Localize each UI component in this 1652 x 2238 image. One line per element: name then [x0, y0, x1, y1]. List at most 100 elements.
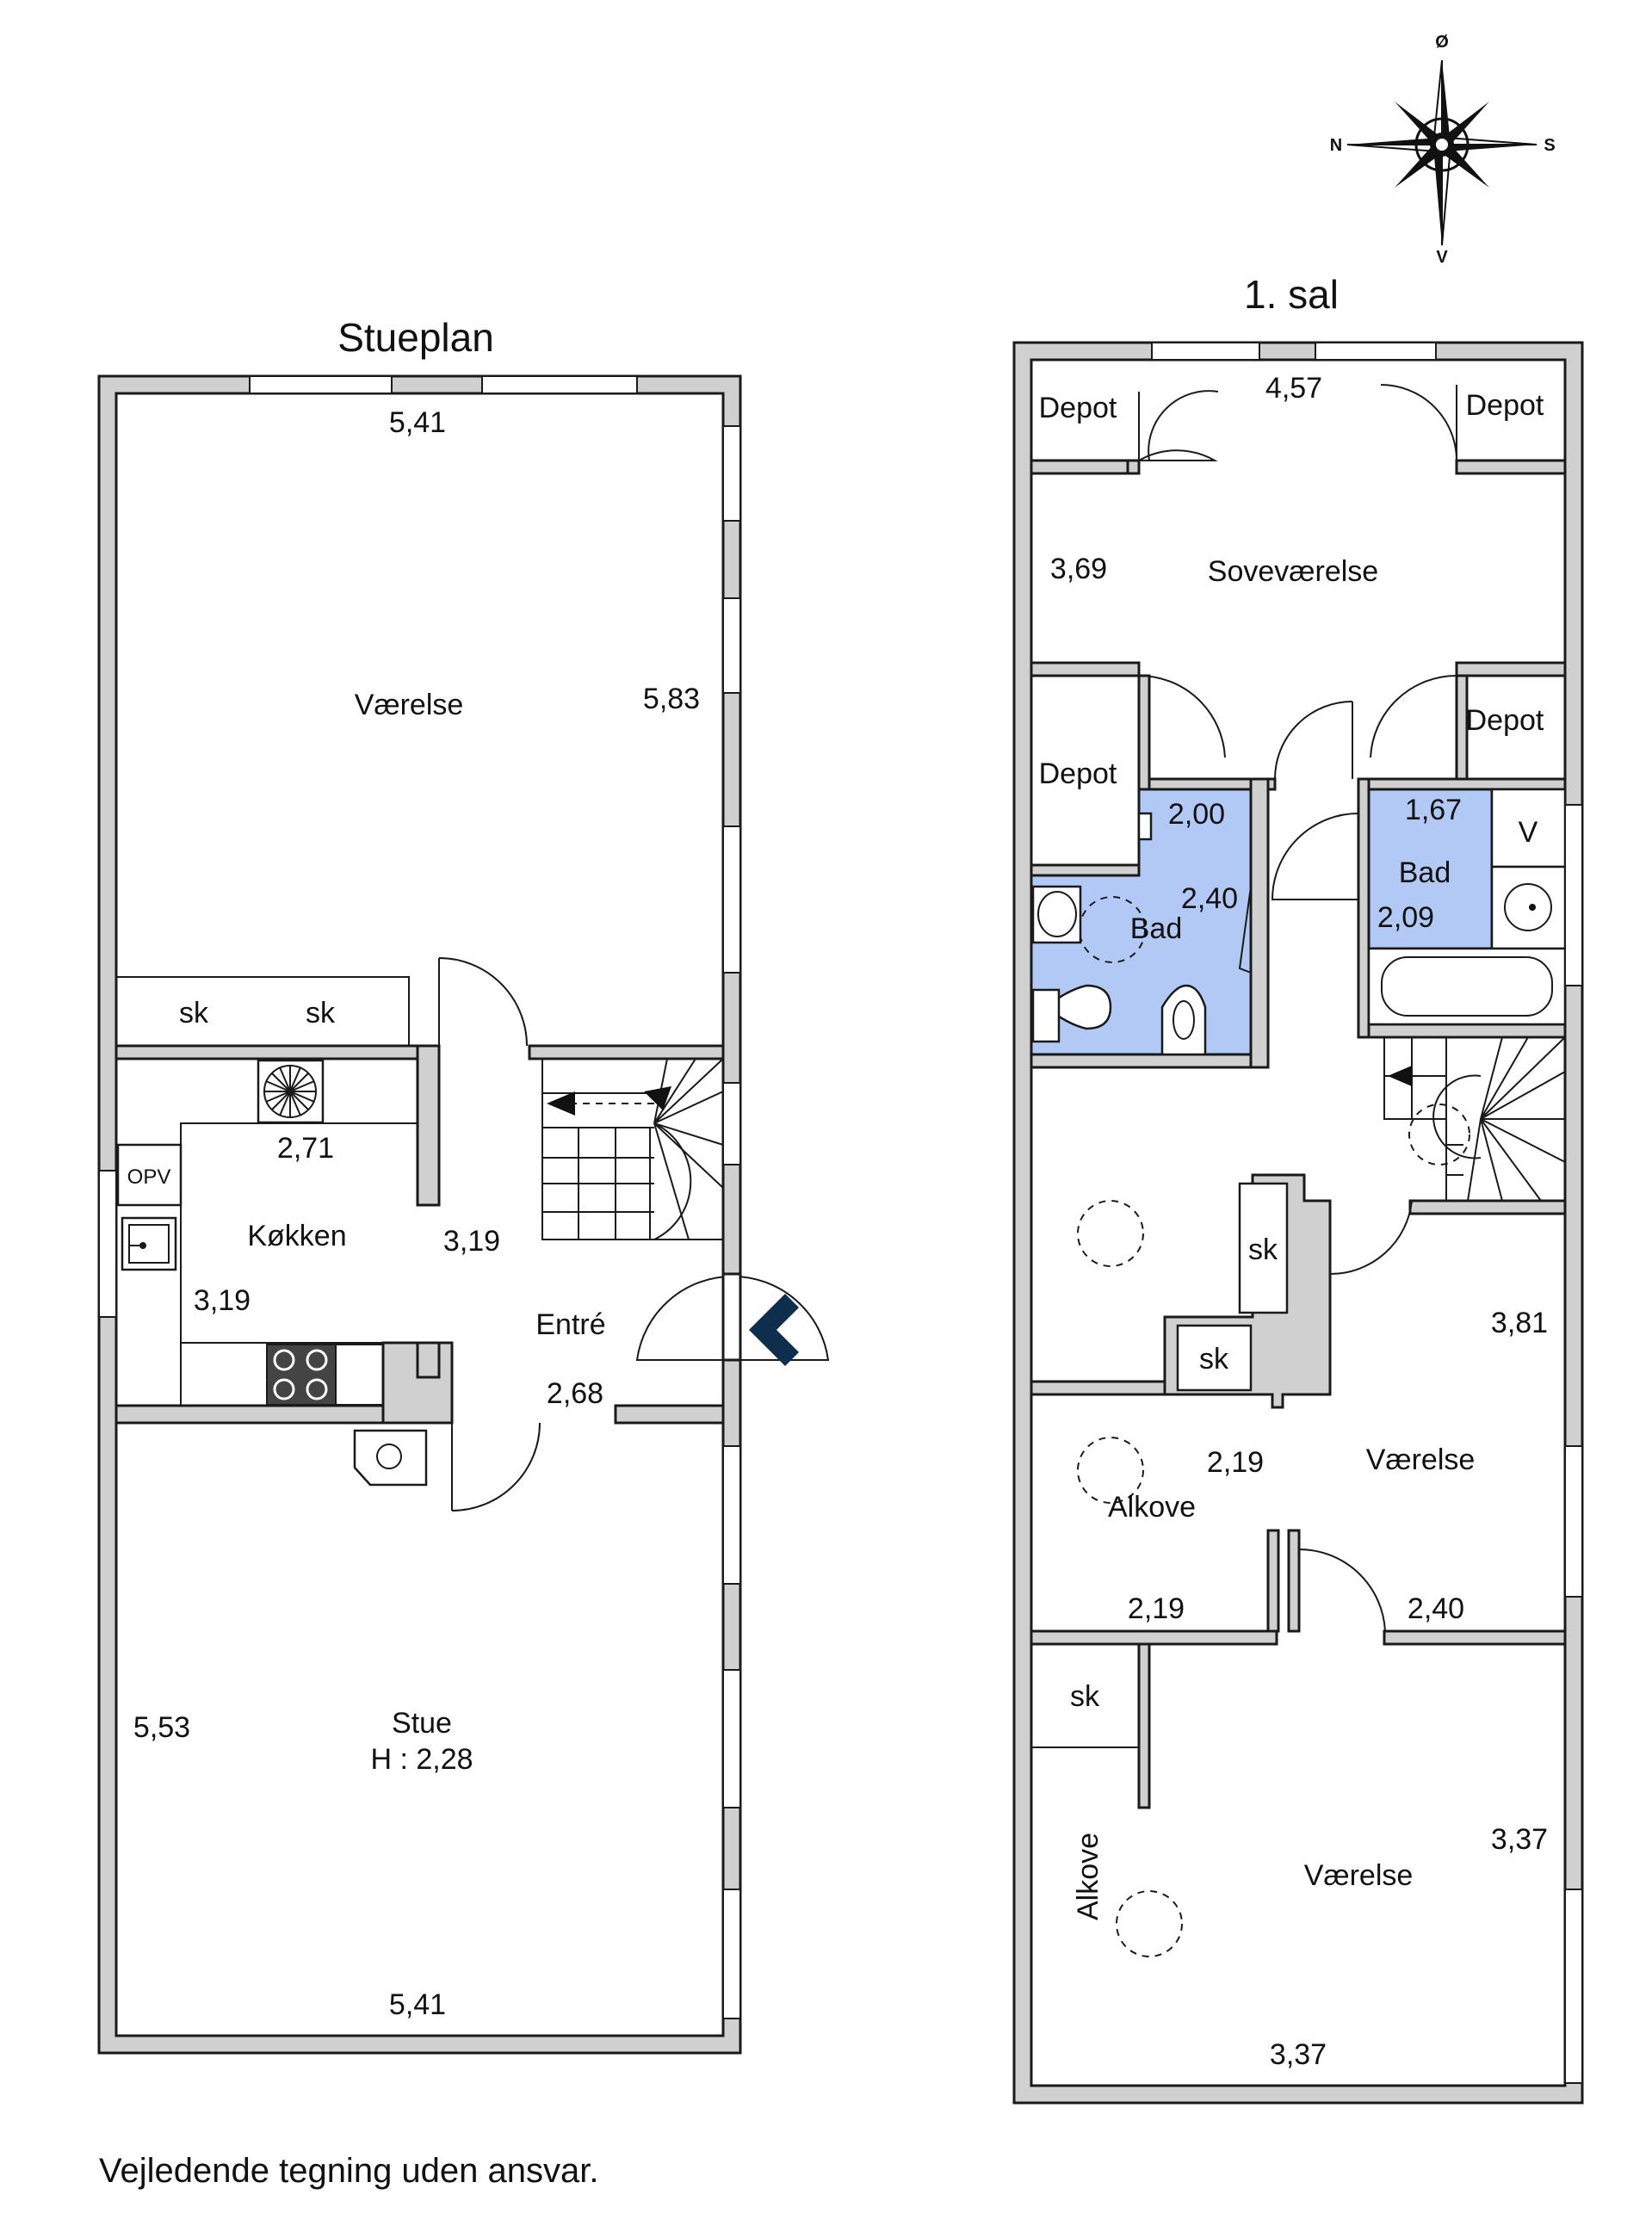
ground-floor-title: Stueplan [337, 315, 494, 360]
window [1315, 342, 1437, 361]
ground-floor-plan: sk sk OPV [97, 315, 830, 2055]
stair-arrow-icon [547, 1091, 575, 1116]
closet-label: sk [1070, 1680, 1100, 1713]
closet-label: sk [179, 997, 209, 1029]
ceiling-light [1079, 896, 1146, 963]
closet-unit [1238, 1182, 1289, 1314]
window [481, 375, 638, 394]
bathroom-sink-icon [1490, 865, 1567, 950]
shower-icon [1137, 812, 1153, 841]
disclaimer-text: Vejledende tegning uden ansvar. [99, 2152, 599, 2190]
ceiling-light [1116, 1890, 1183, 1957]
dimension-label: 5,41 [389, 406, 446, 439]
door-swing [1298, 1548, 1386, 1632]
dimension-label: 2,19 [1207, 1446, 1264, 1479]
door-swing [451, 1422, 541, 1512]
dimension-label: 2,71 [277, 1132, 334, 1165]
window [722, 1445, 741, 1585]
window [722, 1669, 741, 1808]
door-swing [1370, 674, 1457, 758]
window [98, 1170, 117, 1318]
closet-unit [115, 976, 410, 1047]
closet-unit [1176, 1324, 1253, 1392]
door-swing [1138, 390, 1219, 461]
dimension-label: 2,00 [1168, 798, 1225, 831]
dimension-label: 1,67 [1405, 794, 1462, 826]
interior-wall [416, 1341, 441, 1379]
washing-machine [1490, 788, 1567, 869]
dimension-label: 5,41 [389, 1988, 446, 2021]
dishwasher [116, 1143, 183, 1207]
closet-label: sk [306, 997, 336, 1029]
room-label: Alkove [1072, 1833, 1104, 1920]
kitchen-sink-icon [121, 1216, 177, 1271]
dimension-label: 3,19 [194, 1284, 251, 1317]
door-swing [1329, 1200, 1413, 1276]
dimension-label: 5,53 [133, 1711, 190, 1744]
compass-label-south: S [1544, 136, 1555, 155]
dishwasher-label: OPV [127, 1165, 171, 1189]
compass-label-east: Ø [1435, 33, 1449, 52]
room-label: Køkken [247, 1220, 346, 1252]
first-floor-title: 1. sal [1244, 272, 1339, 317]
compass-rose-icon: Ø N S V [1330, 33, 1556, 267]
interior-wall [114, 1044, 441, 1060]
dimension-label: 3,37 [1491, 1823, 1548, 1856]
fan-icon [263, 1065, 317, 1118]
dimension-label: 2,40 [1408, 1592, 1464, 1625]
window [249, 375, 393, 394]
door-swing [1380, 384, 1457, 461]
compass-label-north: N [1330, 136, 1342, 155]
first-floor-plan: sk sk [1012, 272, 1584, 2105]
toilet-icon [1043, 984, 1112, 1030]
closet-label: sk [1199, 1343, 1229, 1376]
interior-wall [528, 1044, 725, 1060]
room-label: Stue [392, 1707, 452, 1740]
dimension-label: 5,83 [643, 683, 700, 715]
dimension-label: 3,37 [1270, 2038, 1327, 2071]
ground-floor-outer-wall [97, 374, 742, 2055]
window [722, 825, 741, 974]
door-swing [438, 957, 528, 1047]
burner-icon [273, 1349, 328, 1400]
bidet-icon [1160, 984, 1207, 1056]
window [1564, 1445, 1583, 1598]
wood-stove-icon [353, 1429, 428, 1487]
door-swing [1138, 674, 1226, 758]
entrance-arrow-icon [749, 1294, 799, 1366]
bathtub-icon [1367, 947, 1567, 1026]
dimension-label: 3,81 [1491, 1307, 1548, 1339]
stair-arrow-icon [1388, 1066, 1412, 1086]
closet-label: sk [1248, 1233, 1278, 1266]
room-label: Bad [1130, 912, 1183, 945]
room-label: Bad [1399, 856, 1451, 889]
window [722, 425, 741, 522]
room-label: Depot [1466, 704, 1544, 737]
bathroom-sink-icon [1031, 885, 1082, 944]
interior-wall [416, 1044, 441, 1207]
room-label: Depot [1039, 392, 1117, 424]
room-label: Soveværelse [1208, 555, 1378, 588]
room-label: Depot [1466, 389, 1544, 422]
closet-unit [1030, 1643, 1140, 1748]
room-label: Entré [535, 1308, 605, 1341]
interior-wall [614, 1404, 725, 1425]
dimension-label: 2,19 [1128, 1592, 1185, 1625]
staircase [541, 1058, 724, 1240]
ceiling-light [1077, 1437, 1144, 1504]
stair-arrow-icon [644, 1086, 671, 1110]
dimension-label: 3,19 [443, 1225, 500, 1258]
room-label: Alkove [1108, 1491, 1196, 1524]
window [722, 1889, 741, 2019]
door-swing [1274, 701, 1353, 780]
dimension-label: 2,68 [547, 1377, 603, 1410]
ceiling-light [1077, 1200, 1144, 1267]
room-label: Værelse [1366, 1444, 1476, 1476]
window [1151, 342, 1260, 361]
room-label: Værelse [1304, 1859, 1414, 1892]
dimension-label: 2,40 [1181, 882, 1238, 915]
door-swing [1271, 813, 1359, 900]
room-label: Værelse [355, 689, 464, 721]
window [722, 1082, 741, 1165]
